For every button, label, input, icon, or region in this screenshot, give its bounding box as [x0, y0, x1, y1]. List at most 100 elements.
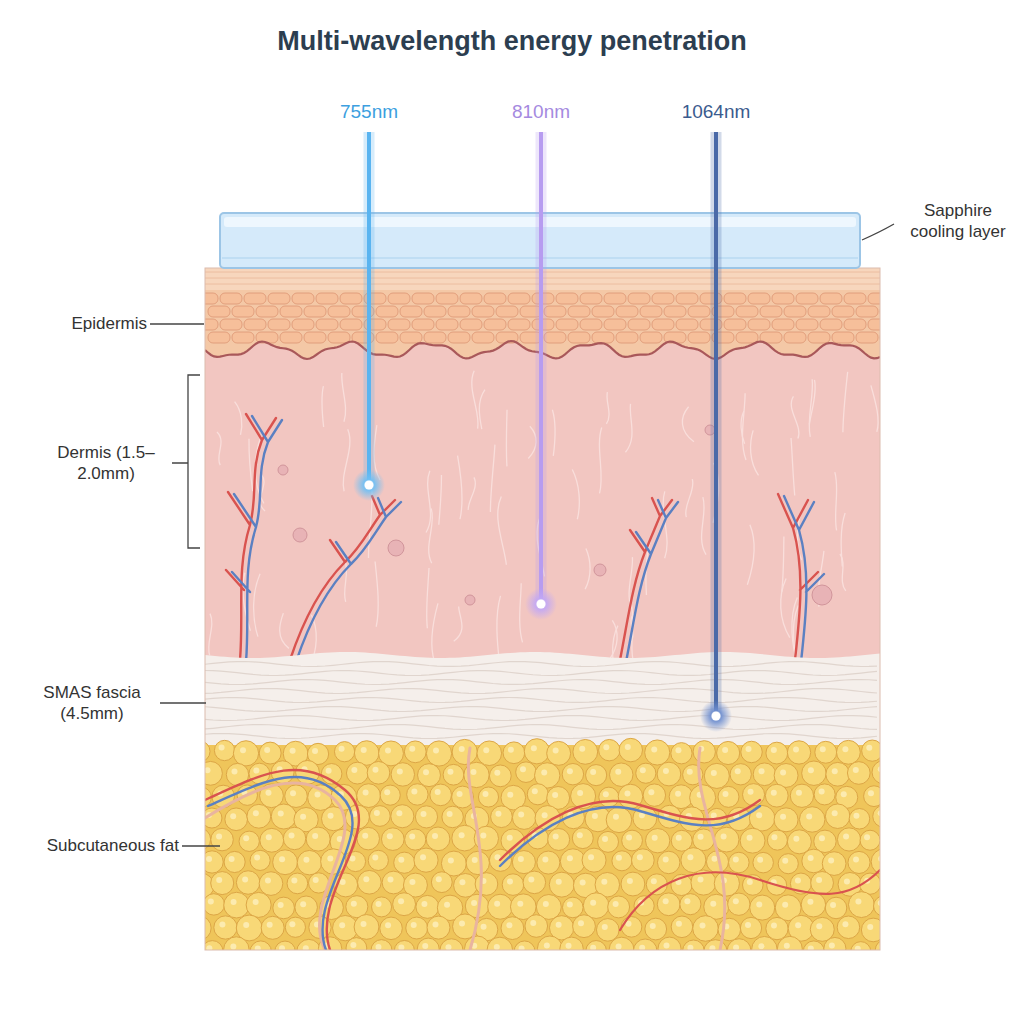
- fat-highlight: [230, 813, 236, 819]
- fat-cell: [273, 897, 295, 919]
- fat-highlight: [544, 942, 550, 948]
- layer-label: Epidermis: [43, 313, 147, 334]
- fat-cell: [273, 850, 298, 875]
- fat-cell: [861, 918, 880, 942]
- fat-highlight: [709, 945, 715, 950]
- epidermis-cell: [724, 293, 746, 304]
- beam-glow: [364, 132, 375, 485]
- fat-cell: [790, 784, 813, 807]
- fat-cell: [826, 762, 850, 786]
- fat-highlight: [420, 854, 426, 860]
- fat-highlight: [684, 898, 690, 904]
- fat-highlight: [816, 923, 822, 929]
- fat-cell: [233, 741, 258, 766]
- epidermis-cell: [400, 306, 422, 317]
- fat-cell: [393, 893, 416, 916]
- fat-highlight: [279, 945, 285, 950]
- fat-cell: [814, 830, 836, 852]
- fat-highlight: [384, 789, 390, 795]
- fat-highlight: [278, 902, 284, 908]
- fat-septum: [468, 748, 481, 950]
- fat-highlight: [444, 902, 450, 908]
- fat-highlight: [711, 812, 717, 818]
- fat-highlight: [253, 768, 259, 774]
- fat-globules: [205, 738, 880, 950]
- fat-highlight: [663, 768, 669, 774]
- fat-highlight: [312, 748, 318, 754]
- fat-highlight: [350, 942, 356, 948]
- fat-cell: [765, 784, 788, 807]
- fat-highlight: [832, 768, 838, 774]
- epidermis-cell: [676, 293, 698, 304]
- fascia-fibre: [205, 698, 877, 703]
- fat-highlight: [313, 877, 319, 883]
- collagen-fibre: [781, 578, 790, 637]
- fat-cell: [426, 827, 450, 851]
- fat-cell: [657, 851, 679, 873]
- collagen-fibre: [742, 393, 746, 460]
- fat-cell: [610, 763, 633, 786]
- fascia-fibre: [205, 707, 877, 712]
- fat-highlight: [351, 767, 357, 773]
- fat-highlight: [494, 770, 500, 776]
- smas-fibers: [205, 662, 877, 739]
- epidermis-cell: [748, 319, 770, 330]
- epidermis-cell: [844, 293, 866, 304]
- fat-highlight: [648, 789, 654, 795]
- epidermis-cell: [832, 306, 854, 317]
- fat-highlight: [624, 790, 630, 796]
- blood-vessel: [226, 414, 276, 660]
- fat-highlight: [676, 921, 682, 927]
- fat-highlight: [231, 899, 237, 905]
- fat-cell: [728, 893, 750, 915]
- fat-cell: [849, 809, 870, 830]
- epidermis-cell: [388, 319, 410, 330]
- leader-line: [182, 845, 220, 846]
- fat-cell: [503, 742, 525, 764]
- fat-cell: [671, 916, 693, 938]
- fat-cell: [740, 828, 765, 853]
- collagen-fibre: [841, 513, 845, 567]
- fat-cell: [622, 830, 643, 851]
- fat-highlight: [627, 878, 633, 884]
- fat-cell: [749, 805, 775, 831]
- collagen-fibre: [217, 432, 221, 465]
- fat-cell: [799, 807, 824, 832]
- fat-highlight: [602, 924, 608, 930]
- fat-highlight: [771, 790, 777, 796]
- collagen-fibre: [498, 497, 507, 565]
- epidermis-cell: [316, 319, 338, 330]
- fat-cell: [512, 851, 535, 874]
- fat-cell: [523, 871, 546, 894]
- fat-cell: [777, 936, 802, 950]
- collagen-fibre: [432, 603, 438, 661]
- epidermis-cell: [208, 332, 230, 343]
- fat-highlight: [733, 857, 739, 863]
- epidermis-cell: [568, 332, 590, 343]
- fat-cell: [874, 896, 880, 916]
- fat-highlight: [447, 811, 453, 817]
- blood-vessel: [784, 496, 824, 662]
- fat-cell: [619, 738, 642, 761]
- fat-cell: [431, 872, 452, 893]
- dermis-bracket: [172, 375, 200, 548]
- fat-cell: [671, 743, 692, 764]
- fat-cell: [214, 916, 237, 939]
- fat-highlight: [841, 791, 847, 797]
- fascia-fibre: [205, 680, 877, 685]
- fat-cell: [407, 784, 428, 805]
- fat-highlight: [806, 813, 812, 819]
- fascia-fibre: [205, 689, 877, 694]
- fat-highlight: [796, 790, 802, 796]
- epidermis-cell: [268, 319, 290, 330]
- epidermis-cell: [484, 293, 506, 304]
- fat-cell: [415, 806, 437, 828]
- fat-cell: [247, 804, 271, 828]
- fat-cell: [250, 941, 271, 950]
- fat-cell: [787, 741, 810, 764]
- fat-cell: [646, 829, 670, 853]
- fat-cell: [862, 740, 880, 761]
- fat-highlight: [372, 767, 378, 773]
- fat-cell: [560, 937, 583, 950]
